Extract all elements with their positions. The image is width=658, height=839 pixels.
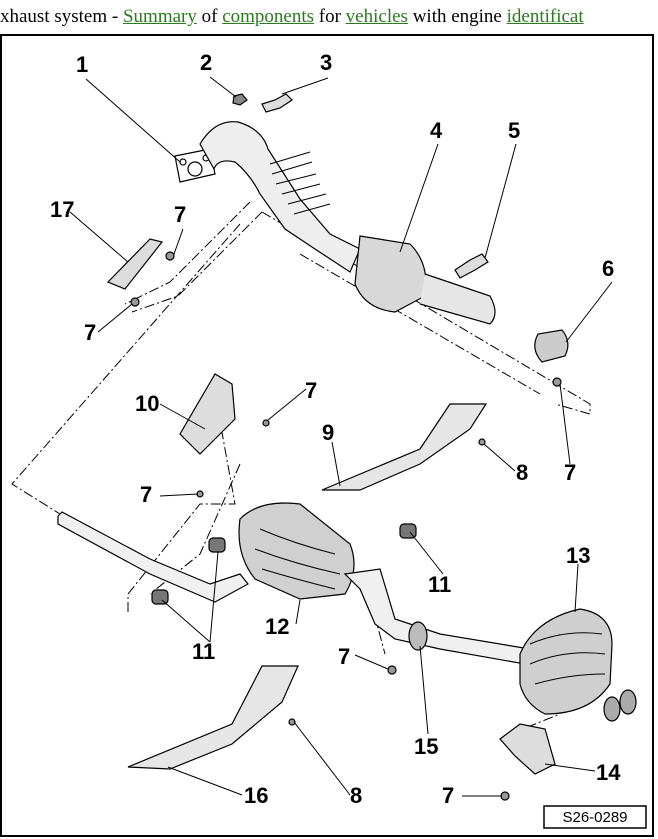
sensor-part-5: [454, 253, 489, 279]
nut-part-2: [232, 93, 248, 106]
callout-7f: 7: [338, 644, 350, 669]
exploded-diagram: 1 2 3 4 5 6 17 7 7 7 10 9 8 7 7 13 11 12…: [11, 50, 647, 829]
callout-10: 10: [135, 391, 159, 416]
callout-5: 5: [508, 118, 520, 143]
center-pipe: [57, 511, 249, 603]
leader-lines: [69, 76, 613, 797]
callout-7d: 7: [564, 460, 576, 485]
callout-labels: 1 2 3 4 5 6 17 7 7 7 10 9 8 7 7 13 11 12…: [50, 50, 621, 808]
callout-1: 1: [76, 52, 88, 77]
callout-4: 4: [430, 118, 443, 143]
callout-15: 15: [414, 734, 438, 759]
link-components[interactable]: components: [222, 6, 315, 27]
link-summary[interactable]: Summary: [122, 6, 197, 27]
assembly-lines: [11, 201, 591, 735]
title-text: of: [196, 6, 223, 27]
rubber-mount-part-11: [151, 523, 417, 605]
link-vehicles[interactable]: vehicles: [345, 6, 408, 27]
reference-code: S26-0289: [562, 809, 627, 826]
callout-7e: 7: [140, 482, 152, 507]
callout-16: 16: [244, 783, 268, 808]
front-silencer-part-12: [238, 502, 355, 600]
clamp-part-6: [534, 329, 569, 363]
callout-12: 12: [265, 614, 289, 639]
callout-8a: 8: [516, 460, 528, 485]
link-identification[interactable]: identificat: [506, 6, 584, 27]
callout-8b: 8: [350, 783, 362, 808]
callout-11b: 11: [428, 572, 451, 597]
callout-9: 9: [322, 420, 334, 445]
callout-6: 6: [602, 256, 614, 281]
callout-3: 3: [320, 50, 332, 75]
callout-7a: 7: [174, 202, 186, 227]
callout-11a: 11: [192, 639, 215, 664]
breadcrumb-title: xhaust system - Summary of components fo…: [0, 0, 658, 34]
hanger-part-10: [179, 373, 270, 498]
diagram-frame: [0, 34, 654, 837]
title-text: xhaust system -: [0, 6, 123, 27]
bracket-part-16: [127, 665, 299, 770]
reference-code-box: S26-0289: [543, 805, 647, 829]
bracket-part-14: [499, 723, 556, 775]
bracket-part-9: [321, 403, 488, 491]
callout-7c: 7: [305, 378, 317, 403]
title-text: with engine: [407, 6, 507, 27]
lambda-probe-part-3: [261, 93, 293, 113]
rear-silencer-part-13: [519, 608, 637, 722]
callout-7b: 7: [84, 320, 96, 345]
bracket-part-17: [106, 238, 175, 307]
callout-7g: 7: [442, 783, 454, 808]
callout-13: 13: [566, 543, 590, 568]
catalytic-converter-part-4: [199, 121, 496, 325]
title-text: for: [314, 6, 346, 27]
callout-2: 2: [200, 50, 212, 75]
callout-17: 17: [50, 197, 74, 222]
callout-14: 14: [596, 760, 621, 785]
